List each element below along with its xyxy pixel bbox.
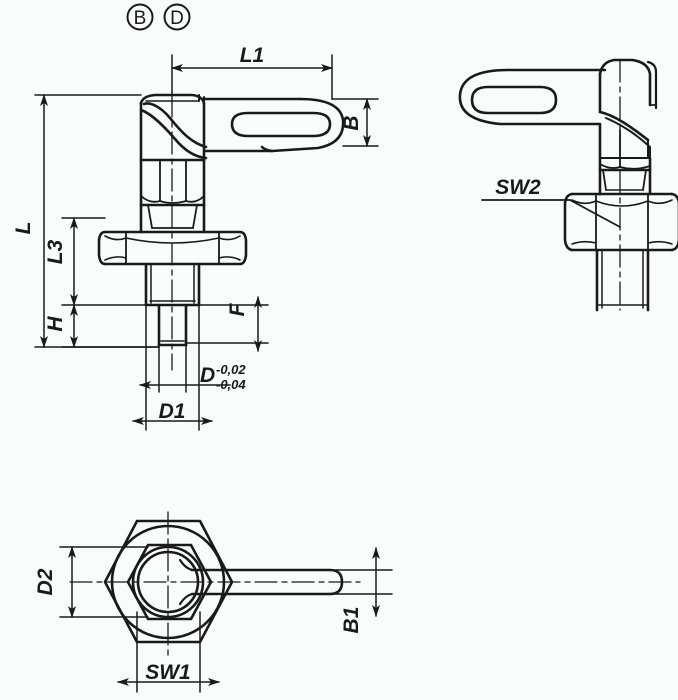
- dimension-label-l3: L3: [44, 239, 67, 264]
- view-tag-d-label: D: [170, 8, 184, 29]
- dimension-label-d-tol-upper: -0,02: [216, 362, 246, 377]
- dimension-label-d1: D1: [159, 400, 186, 423]
- dimension-label-f: F: [226, 302, 249, 316]
- sw2-leader: [481, 199, 621, 228]
- dimension-label-d2: D2: [34, 568, 57, 595]
- dimension-label-sw2: SW2: [495, 176, 541, 199]
- dimension-label-d-tol-lower: -0,04: [216, 377, 246, 392]
- dimension-label-b1: B1: [340, 607, 363, 634]
- top-view-geometry: [69, 511, 361, 656]
- side-view-geometry: [458, 58, 678, 312]
- dimension-label-b: B: [340, 115, 363, 130]
- dimension-label-l: L: [12, 222, 35, 235]
- top-view-dimensions: [59, 546, 393, 693]
- view-tag-circles: [126, 3, 191, 31]
- dimension-label-sw1: SW1: [145, 661, 191, 684]
- front-view-geometry: [97, 93, 345, 371]
- dimension-label-h: H: [44, 316, 67, 332]
- dimension-label-l1: L1: [240, 44, 265, 67]
- dimension-label-d: D: [200, 364, 215, 387]
- front-view-dimensions: [34, 54, 379, 431]
- view-tag-b-label: B: [134, 8, 147, 29]
